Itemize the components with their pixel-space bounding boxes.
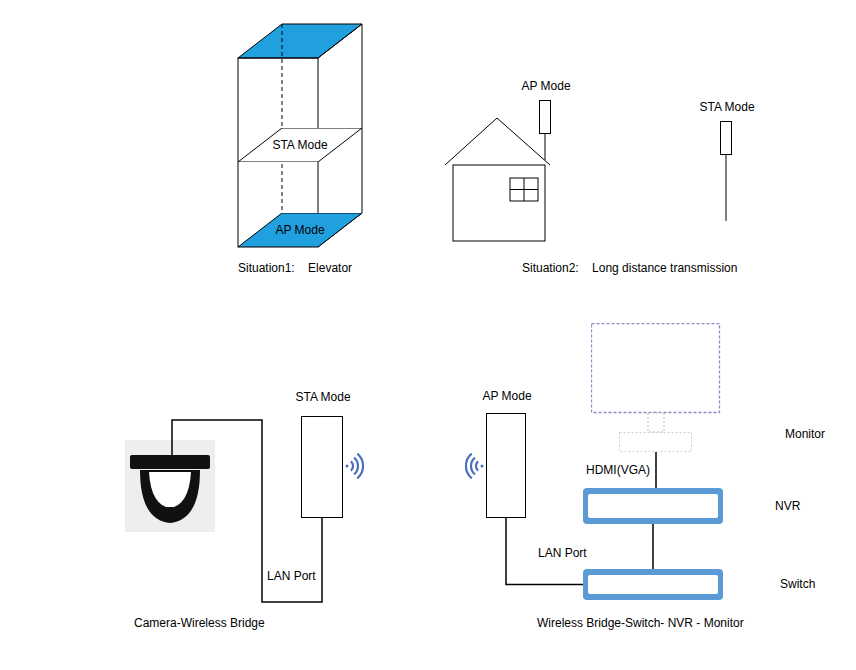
camera-background <box>125 440 215 532</box>
plane-shape <box>238 213 362 247</box>
node-label: NVR <box>775 499 800 513</box>
elevator-edge <box>362 24 363 213</box>
elevator-edge <box>318 24 362 58</box>
node-label: Switch <box>780 577 815 591</box>
camera-dome <box>140 470 200 523</box>
camera-dome-inner <box>149 472 191 508</box>
window-bar <box>510 189 538 190</box>
nvr-box: NVR <box>583 488 723 524</box>
cable <box>652 524 654 569</box>
wave <box>354 458 358 475</box>
wave-dot <box>346 465 349 468</box>
elevator-hidden-edge <box>282 24 283 213</box>
node-label: AP Mode <box>275 223 324 237</box>
house-window <box>510 178 538 201</box>
bar-inner <box>588 494 718 518</box>
node-label: AP Mode <box>521 79 570 93</box>
elevator-floor-plane: STA Mode <box>238 128 362 162</box>
wireless-bridge: AP Mode <box>539 100 551 134</box>
caption: Situation2: Long distance transmission <box>522 261 737 275</box>
edge-label: HDMI(VGA) <box>584 463 652 477</box>
node-label: Monitor <box>785 427 825 441</box>
wireless-bridge: STA Mode <box>720 121 732 155</box>
monitor-screen <box>592 324 720 413</box>
port-label: LAN Port <box>267 569 316 583</box>
cable <box>655 452 657 488</box>
caption: Camera-Wireless Bridge <box>134 616 265 630</box>
wave <box>471 458 475 475</box>
wireless-bridge: AP Mode <box>486 413 526 518</box>
wave <box>476 461 478 470</box>
house-body <box>453 165 545 241</box>
antenna-mast <box>545 134 546 160</box>
edge-label: LAN Port <box>536 546 589 560</box>
lan-cable <box>172 420 322 602</box>
node-label: STA Mode <box>270 138 329 152</box>
wave <box>357 454 363 479</box>
camera-base <box>130 455 210 469</box>
camera-lens <box>160 507 180 517</box>
wave-dot <box>481 465 484 468</box>
plane-shape <box>238 128 362 162</box>
caption: Wireless Bridge-Switch- NVR - Monitor <box>537 616 744 630</box>
monitor-base <box>620 433 692 452</box>
bar-inner <box>588 575 718 594</box>
elevator-top <box>238 24 362 58</box>
house-roof <box>445 118 550 165</box>
wave <box>466 454 472 479</box>
monitor: Monitor <box>591 323 721 452</box>
monitor-neck <box>648 413 664 432</box>
node-label: STA Mode <box>699 100 754 114</box>
switch-box: Switch <box>583 569 723 600</box>
wireless-bridge: STA Mode <box>301 416 343 518</box>
node-label: STA Mode <box>295 390 350 404</box>
wireless-waves <box>351 454 478 479</box>
node-label: AP Mode <box>482 389 531 403</box>
elevator-bottom-plane: AP Mode <box>238 213 362 247</box>
monitor-outline <box>591 323 721 452</box>
caption: Situation1: Elevator <box>238 261 352 275</box>
wave <box>351 461 353 470</box>
antenna-pole <box>726 155 727 221</box>
